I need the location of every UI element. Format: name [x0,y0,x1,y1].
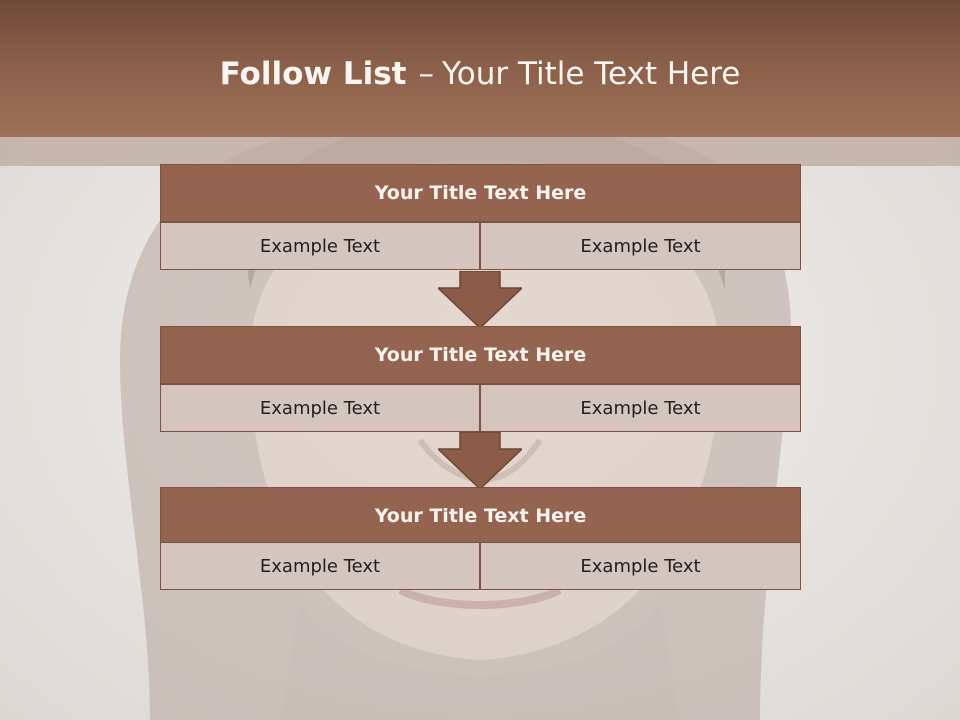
slide-title-dash: – [418,56,434,92]
down-arrow-icon [438,432,522,490]
title-bar [0,0,960,137]
slide-title-rest: Your Title Text Here [441,56,741,92]
block-cell-right: Example Text [480,542,801,590]
slide-title-bold: Follow List [219,56,407,92]
title-bar-band [0,137,960,166]
block-cell-left: Example Text [160,384,480,432]
block-cell-left: Example Text [160,542,480,590]
block-cell-right: Example Text [480,384,801,432]
down-arrow-icon [438,271,522,329]
block-title: Your Title Text Here [160,164,801,222]
block-title: Your Title Text Here [160,487,801,545]
slide-title: Follow List–Your Title Text Here [0,56,960,92]
block-cell-right: Example Text [480,222,801,270]
block-cell-left: Example Text [160,222,480,270]
block-title: Your Title Text Here [160,326,801,384]
